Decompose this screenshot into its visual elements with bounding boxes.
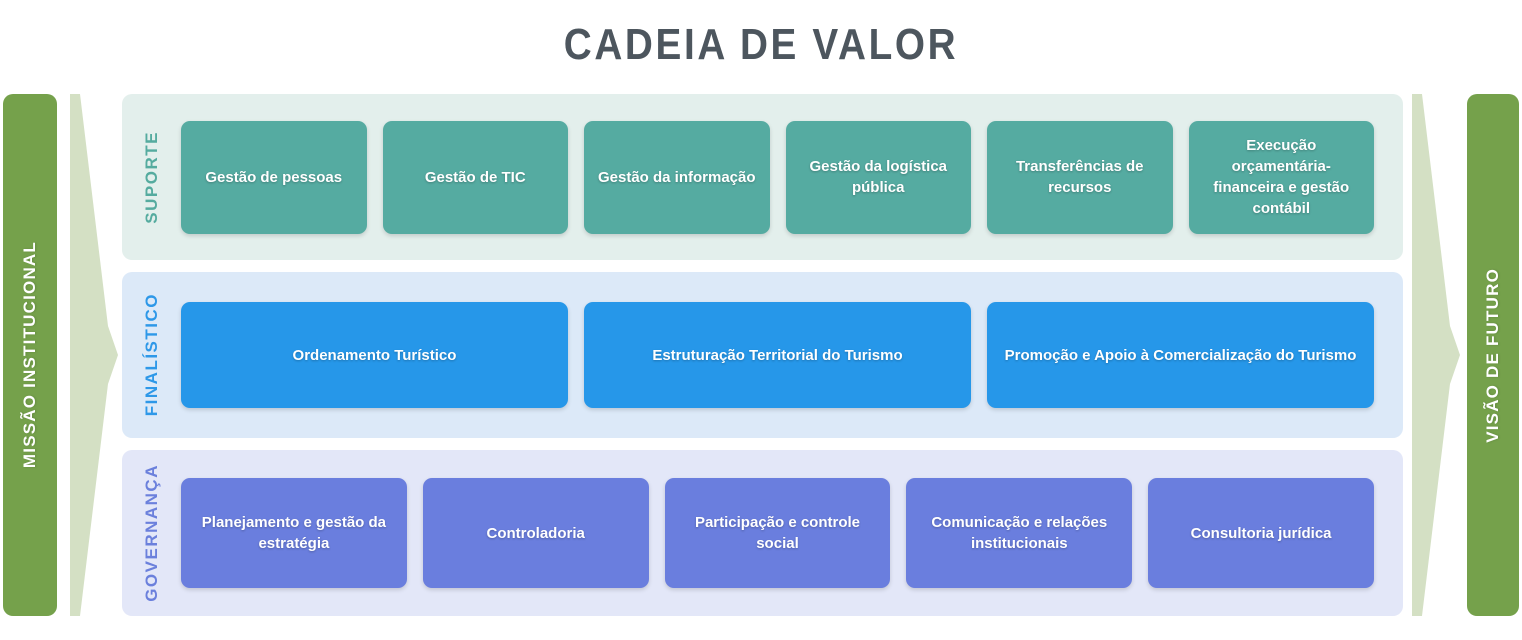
- process-box: Controladoria: [422, 478, 649, 588]
- row-label-governanca: GOVERNANÇA: [141, 464, 161, 602]
- visao-de-futuro-label: VISÃO DE FUTURO: [1483, 267, 1502, 443]
- missao-institucional-label: MISSÃO INSTITUCIONAL: [20, 241, 39, 469]
- process-box: Participação e controle social: [664, 478, 891, 588]
- process-box: Comunicação e relações institucionais: [906, 478, 1133, 588]
- page-title: CADEIA DE VALOR: [563, 20, 959, 69]
- process-box: Ordenamento Turístico: [181, 302, 568, 408]
- process-box: Estruturação Territorial do Turismo: [584, 302, 971, 408]
- row-label-suporte: SUPORTE: [141, 130, 161, 224]
- process-box: Gestão da logística pública: [785, 120, 971, 234]
- row-label-finalistico: FINALÍSTICO: [141, 293, 161, 417]
- process-box: Gestão da informação: [584, 120, 770, 234]
- process-box: Execução orçamentária-financeira e gestã…: [1188, 120, 1374, 234]
- flow-arrow-left-icon: [70, 94, 118, 616]
- value-chain-band: MISSÃO INSTITUCIONAL SUPORTE Gestão de p…: [3, 94, 1519, 616]
- process-box: Promoção e Apoio à Comercialização do Tu…: [987, 302, 1374, 408]
- flow-arrow-right-icon: [1412, 94, 1460, 616]
- process-box: Gestão de pessoas: [181, 120, 367, 234]
- process-box: Consultoria jurídica: [1148, 478, 1374, 588]
- visao-de-futuro-bar: VISÃO DE FUTURO: [1467, 94, 1519, 616]
- process-box: Gestão de TIC: [382, 120, 568, 234]
- row-governanca: GOVERNANÇA Planejamento e gestão da estr…: [122, 450, 1403, 616]
- missao-institucional-bar: MISSÃO INSTITUCIONAL: [3, 94, 57, 616]
- process-box: Transferências de recursos: [987, 120, 1173, 234]
- process-box: Planejamento e gestão da estratégia: [181, 478, 407, 588]
